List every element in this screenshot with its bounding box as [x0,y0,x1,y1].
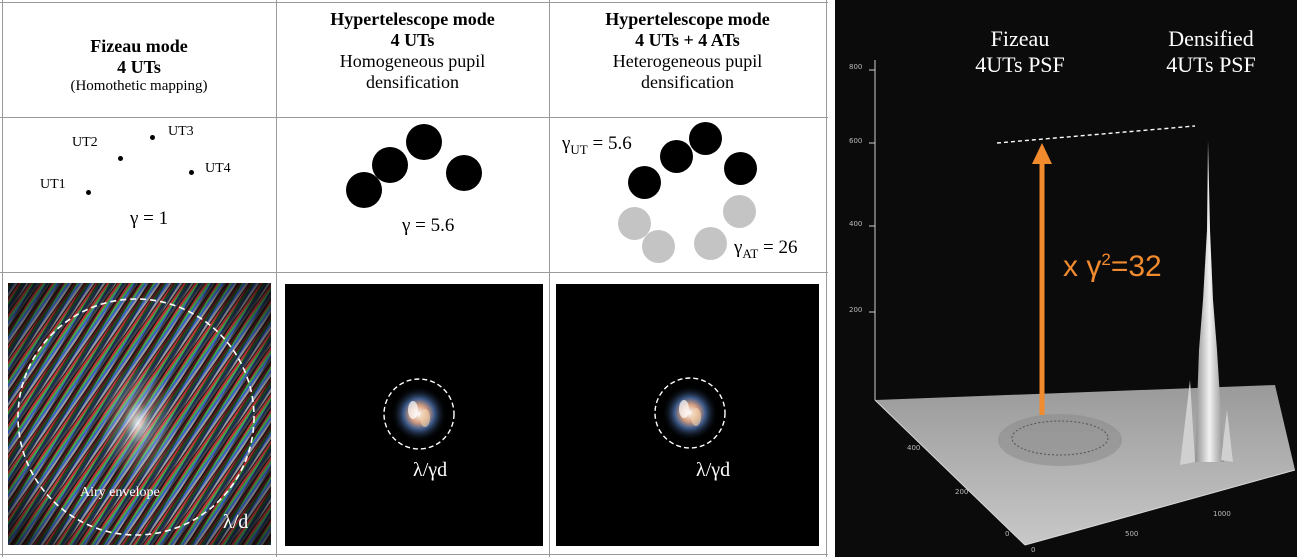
fizeau-fringes [8,283,271,545]
ut2-dot [118,156,123,161]
peak-connector-line [996,125,1196,144]
homogeneous-psf-spot [383,378,455,450]
densified-psf-title-line2: 4UTs PSF [1166,52,1256,77]
ut1-pupil [346,172,382,208]
airy-envelope-label: Airy envelope [80,485,160,500]
psf-3d-surface [869,60,1296,546]
ut4-pupil-het [724,152,757,185]
x-tick-500: 500 [1125,530,1139,538]
gamma-fizeau: γ = 1 [130,208,169,229]
gamma-ut-symbol: γ [562,133,571,154]
ut3-pupil-het [689,122,722,155]
fizeau-psf-title-line2: 4UTs PSF [975,52,1065,77]
y-tick-400: 400 [907,444,921,452]
densified-psf-peak [1195,140,1224,462]
heterogeneous-psf-spot [654,377,726,449]
table-divider-1 [276,0,277,557]
table-border-bottom [0,554,828,555]
gamma-ut-subscript: UT [570,141,588,157]
header-fizeau: Fizeau mode 4 UTs (Homothetic mapping) [2,36,276,153]
ut4-dot [189,170,194,175]
y-tick-0: 0 [1005,530,1010,538]
fizeau-psf-bump [998,414,1122,466]
header-homog-line1: Homogeneous pupil [339,51,486,71]
gain-suffix: =32 [1110,250,1162,283]
fizeau-scale-label: λ/d [223,511,249,533]
fizeau-psf-title-line1: Fizeau [990,26,1050,51]
homogeneous-scale-label: λ/γd [413,459,448,481]
header-heterog-line1: Heterogeneous pupil [612,51,763,71]
ut2-label: UT2 [72,135,98,150]
header-homogeneous: Hypertelescope mode 4 UTs Homogeneous pu… [276,9,549,126]
ut3-label: UT3 [168,124,194,139]
fizeau-psf-title: Fizeau 4UTs PSF [965,26,1075,78]
gamma-at-subscript: AT [742,245,759,261]
header-homog-line2: densification [366,72,459,92]
ut2-pupil-het [660,140,693,173]
table-divider-2 [549,0,550,557]
psf-3d-plot: Fizeau 4UTs PSF Densified 4UTs PSF x γ2=… [835,0,1297,557]
x-tick-0: 0 [1031,546,1036,554]
at2-pupil [723,195,756,228]
ut1-dot [86,190,91,195]
at3-pupil [642,230,675,263]
ut3-pupil [406,124,442,160]
gain-arrow-head [1032,143,1052,164]
header-homog-subtitle: 4 UTs [390,30,435,50]
header-heterogeneous: Hypertelescope mode 4 UTs + 4 ATs Hetero… [549,9,826,126]
header-heterog-subtitle: 4 UTs + 4 ATs [635,30,740,50]
gamma-at-value: = 26 [758,237,798,258]
densified-psf-title: Densified 4UTs PSF [1151,26,1271,78]
x-tick-1000: 1000 [1213,510,1231,518]
y-axis [874,399,1026,546]
at4-pupil [694,227,727,260]
ut2-pupil [372,147,408,183]
gamma-at-symbol: γ [734,237,743,258]
densified-psf-title-line1: Densified [1168,26,1254,51]
header-heterog-line2: densification [641,72,734,92]
ground-plane [875,385,1295,545]
z-tick-600: 600 [849,137,863,145]
y-tick-200: 200 [955,488,969,496]
ut4-label: UT4 [205,161,231,176]
ut3-dot [150,135,155,140]
ut1-pupil-het [628,166,661,199]
x-axis [1024,469,1296,546]
gamma-homogeneous: γ = 5.6 [402,215,455,236]
comparison-table: Fizeau mode 4 UTs (Homothetic mapping) H… [0,0,828,557]
gain-prefix: x γ [1063,250,1102,283]
gain-exponent: 2 [1101,250,1111,269]
header-fizeau-note: (Homothetic mapping) [70,78,208,94]
table-border-left [2,0,3,557]
table-row-divider-2 [0,272,828,273]
header-fizeau-subtitle: 4 UTs [117,57,161,77]
ut4-pupil [446,155,482,191]
ut1-label: UT1 [40,177,66,192]
homogeneous-psf-image: λ/γd [285,284,543,546]
table-border-top [0,2,828,3]
heterogeneous-scale-label: λ/γd [696,459,731,481]
heterogeneous-psf-image: λ/γd [556,284,819,546]
gain-label: x γ2=32 [1063,250,1162,284]
table-row-divider-1 [0,117,828,118]
header-heterog-title: Hypertelescope mode [605,9,770,29]
z-tick-200: 200 [849,306,863,314]
gamma-at: γAT = 26 [734,237,798,262]
header-homog-title: Hypertelescope mode [330,9,495,29]
z-tick-800: 800 [849,63,863,71]
header-fizeau-title: Fizeau mode [90,36,188,56]
table-border-right [826,0,827,557]
gamma-ut-value: = 5.6 [587,133,632,154]
z-tick-400: 400 [849,220,863,228]
fizeau-psf-image: Airy envelope λ/d [8,283,271,545]
gamma-ut: γUT = 5.6 [562,133,632,158]
